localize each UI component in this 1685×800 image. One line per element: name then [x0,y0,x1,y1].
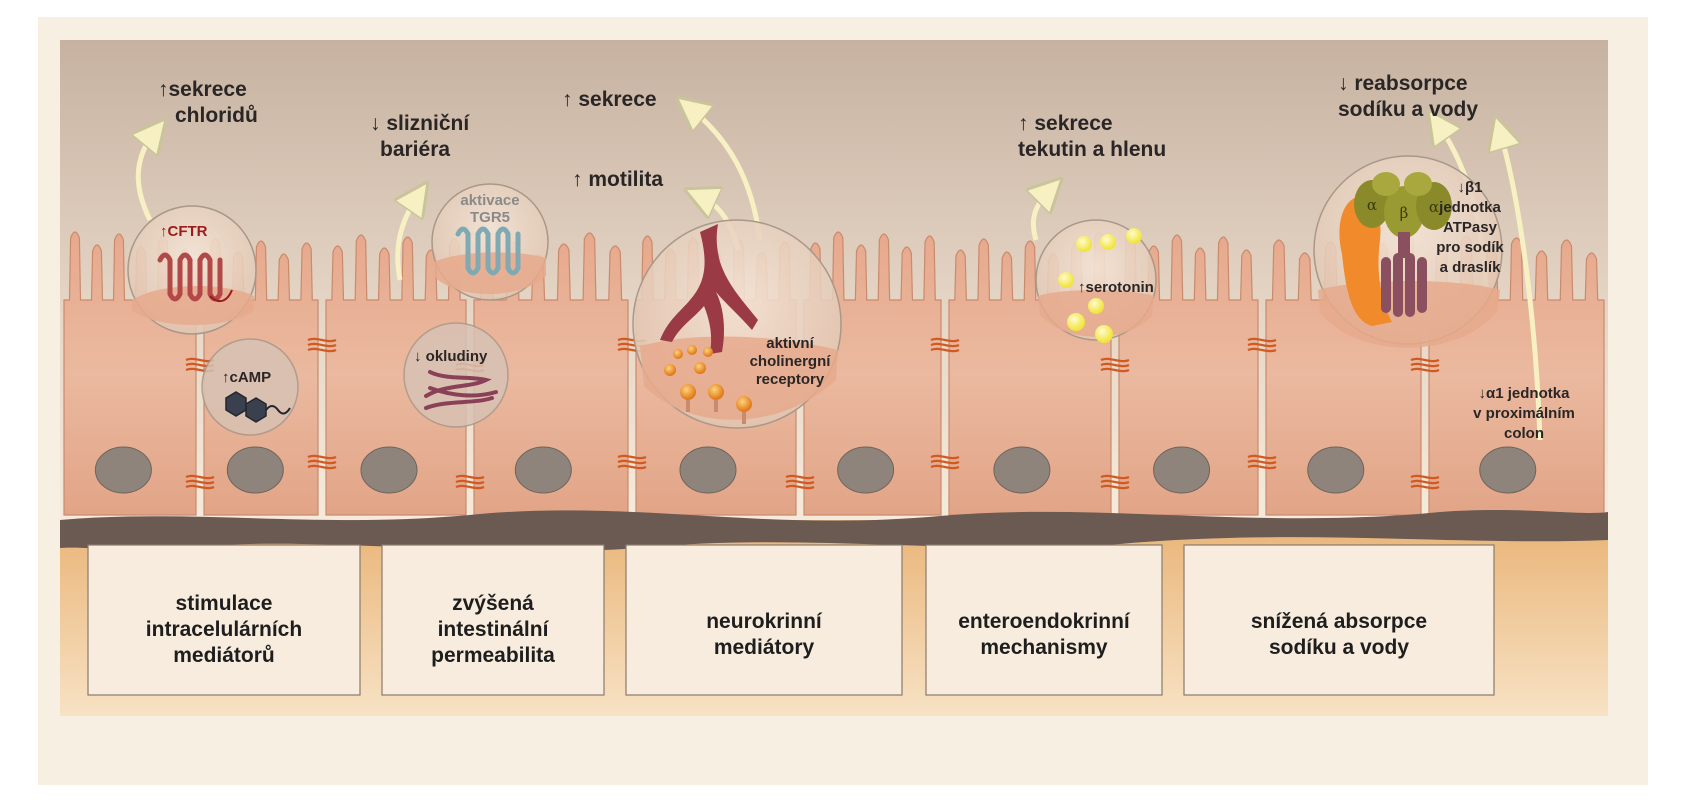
box-label-line: intestinální [438,618,550,641]
beta-subunit-label: β [1400,204,1409,222]
mechanism-box-permeability: zvýšená intestinální permeabilita [381,544,605,696]
occludin-zoom-bubble: ↓ okludiny [403,322,509,428]
box-label-line: mediátory [714,636,815,659]
box-label-line: intracelulárních [146,618,302,641]
mechanism-box-enteroendocrine: enteroendokrinní mechanismy [925,544,1163,696]
box-label-line: enteroendokrinní [958,610,1131,633]
box-label-line: zvýšená [452,592,534,615]
effect-label: ↑sekrece [158,78,247,101]
camp-molecule-icon [225,391,291,423]
atpase-zoom-bubble: α β α ↓β1 jednotka ATPasy pro sodík a dr… [1313,155,1504,348]
cell-nucleus [360,446,418,494]
panel-absorption: ↓ reabsorpce sodíku a vody α β α ↓β1 jed… [1313,72,1575,442]
cell-nucleus [1307,446,1365,494]
cell-nucleus [993,446,1051,494]
tgr5-receptor-icon [458,229,518,273]
receptors-label: cholinergní [750,353,832,370]
cell-nucleus [514,446,572,494]
tgr5-label: aktivace [460,192,519,209]
panel-neurocrine: ↑ sekrece ↑ motilita aktivní cholinergní… [562,88,842,429]
serotonin-label: ↑serotonin [1078,279,1154,296]
secretion-arrow [1033,190,1050,241]
effect-label: sodíku a vody [1338,98,1478,121]
cell-nucleus [94,446,152,494]
tgr5-label: TGR5 [470,209,510,226]
effect-label: ↓ reabsorpce [1338,72,1468,95]
panel-permeability: ↓ slizniční bariéra aktivace TGR5 ↓ oklu… [370,112,549,428]
cftr-label: ↑CFTR [160,223,208,240]
box-label-line: stimulace [176,592,273,615]
tgr5-zoom-bubble: aktivace TGR5 [431,183,549,301]
cftr-zoom-bubble: ↑CFTR [127,205,257,335]
box-label-line: mediátorů [173,644,275,667]
secretion-arrow [690,108,763,241]
occludin-protein-icon [424,370,498,410]
basement-membrane [60,510,1608,552]
alpha1-label: colon [1504,425,1544,442]
effect-label: tekutin a hlenu [1018,138,1166,161]
panel-enteroendocrine: ↑ sekrece tekutin a hlenu ↑serotonin [1018,112,1166,343]
cftr-channel-icon [160,255,220,299]
effect-label: ↓ slizniční [370,112,470,135]
alpha1-label: v proximálním [1473,405,1575,422]
beta1-label: pro sodík [1436,239,1504,256]
cell-nucleus [837,446,895,494]
cell-nucleus [1479,446,1537,494]
cell-nucleus [679,446,737,494]
beta1-label: ATPasy [1443,219,1498,236]
alpha1-label: ↓α1 jednotka [1479,385,1571,402]
alpha-subunit-label: α [1367,196,1377,214]
panel-intracellular: ↑sekrece chloridů ↑CFTR ↑cAMP [127,78,299,436]
beta1-label: ↓β1 [1458,179,1483,196]
receptors-label: aktivní [766,335,814,352]
cell-nucleus [226,446,284,494]
na-k-atpase-icon [1339,172,1452,326]
box-label-line: mechanismy [980,636,1108,659]
mechanism-box-absorption: snížená absorpce sodíku a vody [1183,544,1495,696]
receptors-label: receptory [756,371,825,388]
nerve-ending-icon [660,224,758,354]
box-label-line: neurokrinní [706,610,823,633]
beta1-label: a draslík [1440,259,1502,276]
camp-label: ↑cAMP [222,369,271,386]
barrier-arrow [398,196,418,281]
serotonin-zoom-bubble: ↑serotonin [1035,219,1157,343]
cholinergic-zoom-bubble: aktivní cholinergní receptory [632,219,842,429]
effect-label: ↑ motilita [572,168,663,191]
occludin-label: ↓ okludiny [414,348,488,365]
mechanism-box-neurocrine: neurokrinní mediátory [625,544,903,696]
camp-zoom-bubble: ↑cAMP [201,338,299,436]
box-label-line: sodíku a vody [1269,636,1409,659]
cell-nucleus [1153,446,1211,494]
effect-label: ↑ sekrece [1018,112,1113,135]
effect-label: bariéra [380,138,450,161]
acetylcholine-vesicle-icons [664,345,752,424]
serotonin-granule-icons [1058,228,1142,343]
effect-label: chloridů [175,104,258,127]
alpha-subunit-label: α [1429,198,1439,216]
box-label-line: snížená absorpce [1251,610,1427,633]
beta1-label: jednotka [1438,199,1501,216]
box-label-line: permeabilita [431,644,555,667]
reabsorption-arrow [1500,132,1543,441]
secretion-arrow [138,132,155,222]
mechanism-box-intracellular: stimulace intracelulárních mediátorů [87,544,361,696]
effect-label: ↑ sekrece [562,88,657,111]
